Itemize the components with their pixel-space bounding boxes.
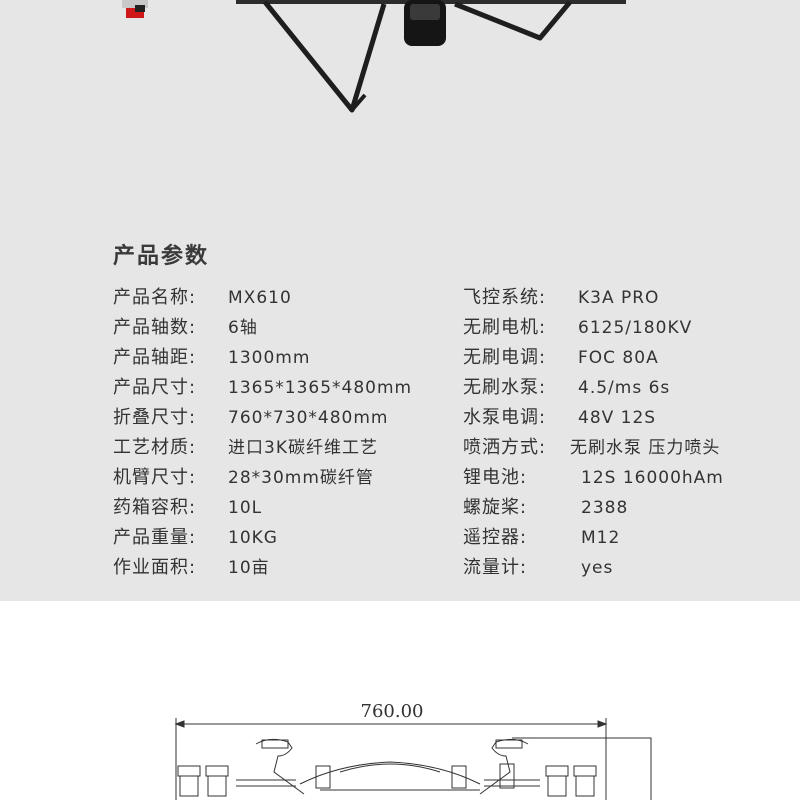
spec-value: 1365*1365*480mm [228, 378, 413, 398]
spec-label: 流量计: [463, 557, 528, 578]
spec-label: 锂电池: [463, 467, 528, 488]
spec-label: 工艺材质: [113, 437, 197, 458]
spec-label: 产品重量: [113, 527, 197, 548]
landing-gear-left [263, 0, 387, 113]
spec-label: 产品轴距: [113, 347, 197, 368]
spec-value: yes [581, 558, 614, 578]
technical-drawing [174, 718, 652, 800]
product-spec-section: 产品参数 产品名称: MX610 产品轴数: 6轴 产品轴距: 1300mm 产品尺寸… [0, 0, 800, 601]
spec-value: 2388 [581, 498, 629, 518]
spec-label: 无刷电机: [463, 317, 547, 338]
spec-value: 10L [228, 498, 263, 518]
spec-label: 作业面积: [113, 557, 197, 578]
spec-label: 产品尺寸: [113, 377, 197, 398]
spec-value: 10亩 [228, 558, 270, 578]
spec-label: 产品名称: [113, 287, 197, 308]
spec-value: 12S 16000hAm [581, 468, 724, 488]
spec-value: 进口3K碳纤维工艺 [228, 438, 378, 458]
spec-value: M12 [581, 528, 621, 548]
spec-label: 无刷水泵: [463, 377, 547, 398]
spec-label: 药箱容积: [113, 497, 197, 518]
spec-value: MX610 [228, 288, 292, 308]
spec-value: 4.5/ms 6s [578, 378, 671, 398]
spec-value: 1300mm [228, 348, 311, 368]
spec-value: 48V 12S [578, 408, 657, 428]
spec-label: 机臂尺寸: [113, 467, 197, 488]
spec-label: 产品轴数: [113, 317, 197, 338]
nozzle [122, 0, 148, 8]
spec-value: 无刷水泵 压力喷头 [570, 438, 721, 458]
spec-value: 6125/180KV [578, 318, 693, 338]
spec-value: K3A PRO [578, 288, 660, 308]
spec-label: 螺旋桨: [463, 497, 528, 518]
spec-label: 折叠尺寸: [113, 407, 197, 428]
spec-value: 28*30mm碳纤管 [228, 468, 374, 488]
dimension-label: 760.00 [360, 701, 424, 722]
spec-title: 产品参数 [113, 244, 210, 269]
spec-label: 无刷电调: [463, 347, 547, 368]
spec-label: 遥控器: [463, 527, 528, 548]
spec-value: 10KG [228, 528, 278, 548]
drone-photo [122, 0, 626, 113]
spec-value: 760*730*480mm [228, 408, 389, 428]
spec-value: FOC 80A [578, 348, 659, 368]
spec-value: 6轴 [228, 318, 258, 338]
spec-label: 水泵电调: [463, 407, 547, 428]
spec-label: 飞控系统: [463, 287, 547, 308]
spec-label: 喷洒方式: [463, 437, 547, 458]
landing-gear-right [454, 0, 572, 41]
